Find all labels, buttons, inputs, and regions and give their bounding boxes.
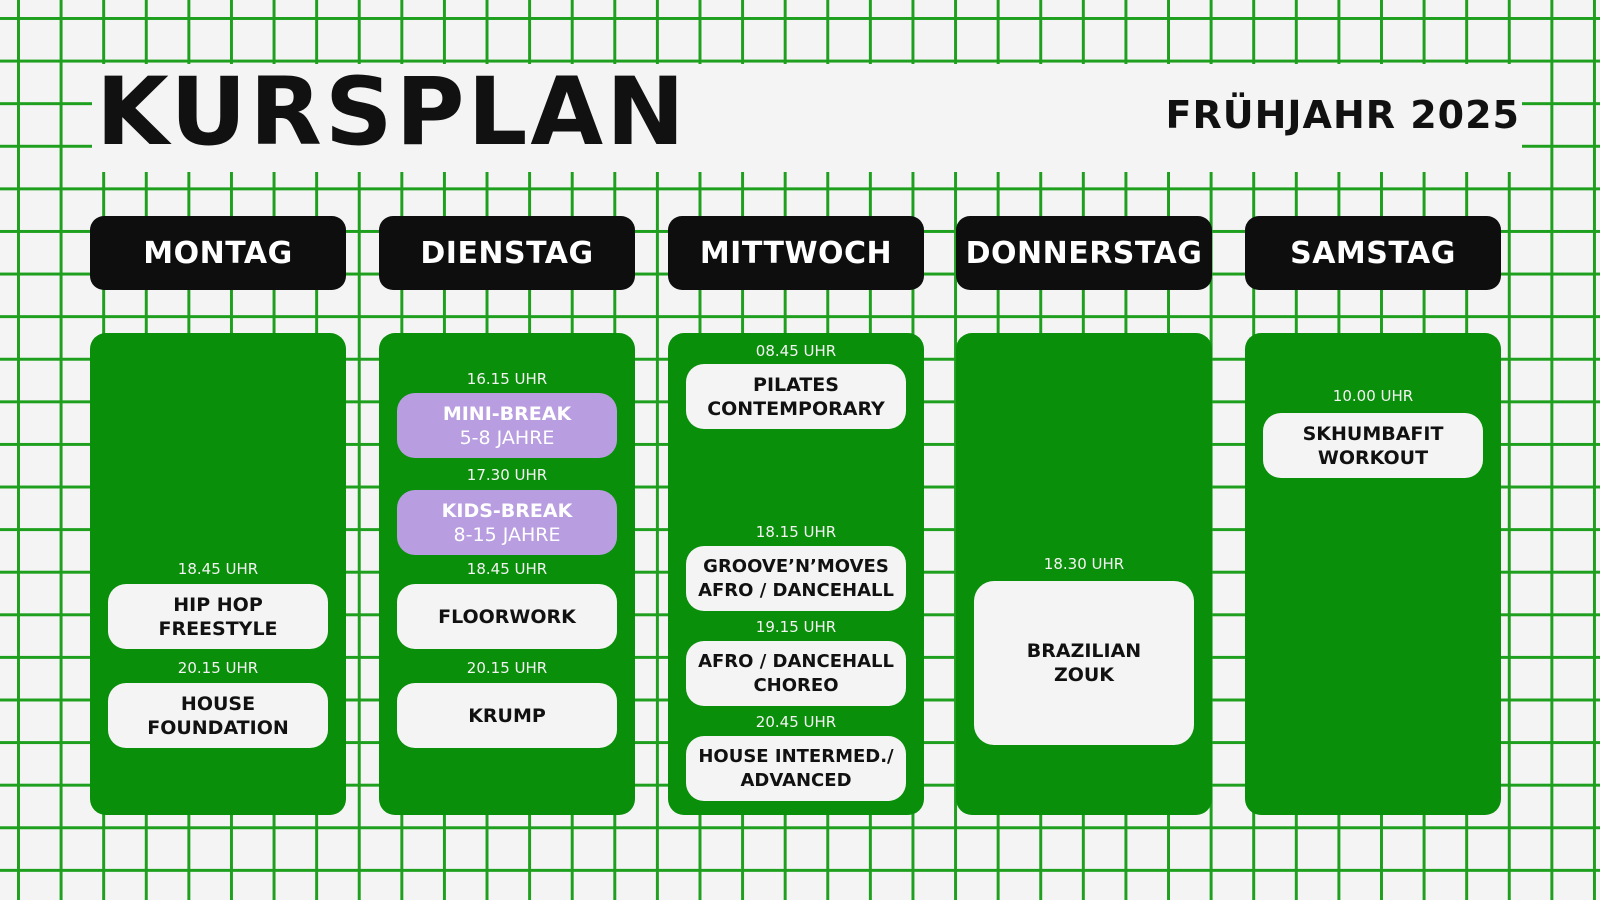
class-name: KRUMP [468, 704, 546, 727]
day-column-montag: MONTAG 18.45 UHR HIP HOP FREESTYLE 20.15… [90, 216, 346, 815]
day-header: DONNERSTAG [956, 216, 1212, 290]
class-card-kids[interactable]: KIDS-BREAK 8-15 JAHRE [397, 490, 617, 555]
slot-time: 10.00 UHR [1332, 387, 1414, 405]
slot-time: 18.45 UHR [177, 560, 259, 578]
class-subtitle: FREESTYLE [158, 617, 278, 640]
day-header: MONTAG [90, 216, 346, 290]
class-name: GROOVE’N’MOVES [703, 555, 889, 577]
day-header: DIENSTAG [379, 216, 635, 290]
class-name: HIP HOP [173, 593, 263, 616]
slot-time: 17.30 UHR [466, 466, 548, 484]
class-name: KIDS-BREAK [441, 499, 573, 522]
day-column-samstag: SAMSTAG 10.00 UHR SKHUMBAFIT WORKOUT [1245, 216, 1501, 815]
class-name: HOUSE INTERMED./ [698, 745, 894, 767]
slot-time: 16.15 UHR [466, 370, 548, 388]
class-subtitle: WORKOUT [1317, 446, 1429, 469]
day-schedule: 18.30 UHR BRAZILIAN ZOUK [956, 333, 1212, 815]
class-name: BRAZILIAN [1026, 640, 1142, 662]
day-schedule: 16.15 UHR MINI-BREAK 5-8 JAHRE 17.30 UHR… [379, 333, 635, 815]
slot-time: 20.15 UHR [466, 659, 548, 677]
season-label: FRÜHJAHR 2025 [1165, 93, 1520, 137]
class-card[interactable]: PILATES CONTEMPORARY [686, 364, 906, 429]
class-age-range: 8-15 JAHRE [453, 523, 561, 546]
class-name: AFRO / DANCEHALL [698, 650, 894, 672]
day-schedule: 10.00 UHR SKHUMBAFIT WORKOUT [1245, 333, 1501, 815]
class-subtitle: ADVANCED [740, 769, 852, 791]
class-name: FLOORWORK [438, 605, 576, 628]
class-card[interactable]: SKHUMBAFIT WORKOUT [1263, 413, 1483, 478]
day-schedule: 08.45 UHR PILATES CONTEMPORARY 18.15 UHR… [668, 333, 924, 815]
slot-time: 20.15 UHR [177, 659, 259, 677]
class-subtitle: CONTEMPORARY [707, 397, 885, 420]
class-card[interactable]: AFRO / DANCEHALL CHOREO [686, 641, 906, 706]
day-header: SAMSTAG [1245, 216, 1501, 290]
slot-time: 08.45 UHR [755, 342, 837, 360]
day-column-donnerstag: DONNERSTAG 18.30 UHR BRAZILIAN ZOUK [956, 216, 1212, 815]
slot-time: 20.45 UHR [755, 713, 837, 731]
class-subtitle: CHOREO [753, 674, 839, 696]
class-subtitle: ZOUK [1053, 664, 1115, 686]
class-name: HOUSE [180, 692, 256, 715]
day-schedule: 18.45 UHR HIP HOP FREESTYLE 20.15 UHR HO… [90, 333, 346, 815]
class-name: PILATES [753, 373, 839, 396]
day-header: MITTWOCH [668, 216, 924, 290]
day-column-dienstag: DIENSTAG 16.15 UHR MINI-BREAK 5-8 JAHRE … [379, 216, 635, 815]
class-card[interactable]: FLOORWORK [397, 584, 617, 649]
class-card-kids[interactable]: MINI-BREAK 5-8 JAHRE [397, 393, 617, 458]
class-subtitle: AFRO / DANCEHALL [698, 579, 894, 601]
class-card[interactable]: HOUSE FOUNDATION [108, 683, 328, 748]
class-name: MINI-BREAK [442, 402, 572, 425]
class-name: SKHUMBAFIT [1302, 422, 1444, 445]
day-column-mittwoch: MITTWOCH 08.45 UHR PILATES CONTEMPORARY … [668, 216, 924, 815]
header-background [92, 64, 1522, 172]
slot-time: 18.45 UHR [466, 560, 548, 578]
slot-time: 18.30 UHR [1043, 555, 1125, 573]
class-card[interactable]: KRUMP [397, 683, 617, 748]
slot-time: 19.15 UHR [755, 618, 837, 636]
class-card[interactable]: BRAZILIAN ZOUK [974, 581, 1194, 745]
class-subtitle: FOUNDATION [147, 716, 289, 739]
class-card[interactable]: HOUSE INTERMED./ ADVANCED [686, 736, 906, 801]
class-card[interactable]: HIP HOP FREESTYLE [108, 584, 328, 649]
class-age-range: 5-8 JAHRE [459, 426, 555, 449]
slot-time: 18.15 UHR [755, 523, 837, 541]
page-title: KURSPLAN [96, 58, 688, 167]
class-card[interactable]: GROOVE’N’MOVES AFRO / DANCEHALL [686, 546, 906, 611]
